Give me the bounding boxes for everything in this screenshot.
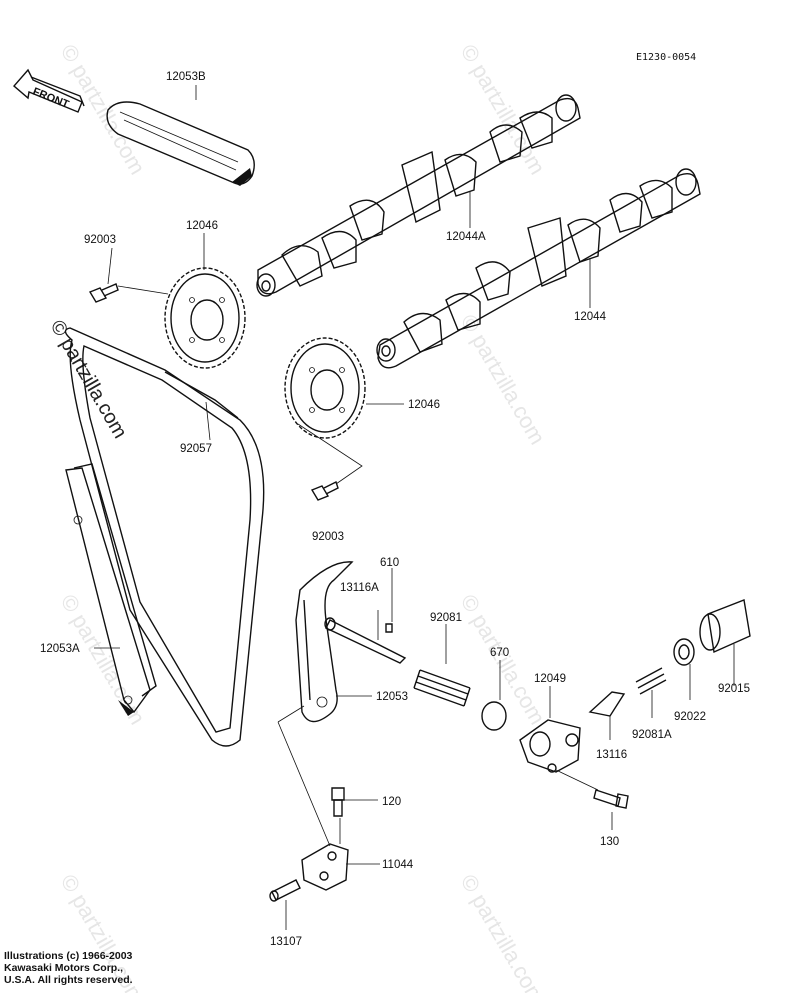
sprocket-upper [164,267,246,369]
bolt-130 [593,789,629,809]
callout-92081: 92081 [430,612,462,624]
credit-line: U.S.A. All rights reserved. [4,974,133,986]
callout-12049: 12049 [534,673,566,685]
leader-line [277,705,331,847]
plunger-13116 [588,691,626,717]
callout-12046-mid: 12046 [408,399,440,411]
bracket-11044 [301,843,349,891]
washer-92022 [673,638,695,666]
watermark-text: © partzilla.com [456,310,551,449]
tensioner-arm-12053 [295,561,354,723]
callout-92015: 92015 [718,683,750,695]
callout-13107: 13107 [270,936,302,948]
bolt-92003-upper [88,283,119,303]
dowel-13107 [269,879,301,902]
credit-line: Kawasaki Motors Corp., [4,962,124,974]
camshaft-12044 [376,168,701,369]
callout-12046-upper: 12046 [186,220,218,232]
chain-guide-12053a [65,463,157,716]
copyright-credit: Illustrations (c) 1966-2003 Kawasaki Mot… [4,950,133,986]
watermark-text: © partzilla.com [456,590,551,729]
leader-line [297,423,363,485]
credit-line: Illustrations (c) 1966-2003 [4,950,133,962]
callout-13116: 13116 [596,749,627,761]
callout-13116a: 13116A [340,582,379,594]
chain-guide-upper [106,101,255,186]
callout-12053a: 12053A [40,643,80,655]
pin-610 [385,623,393,633]
callout-92022: 92022 [674,711,706,723]
leader-line [555,769,613,830]
camshaft-12044a [256,94,581,297]
cap-92015 [699,599,751,654]
bolt-120 [331,787,345,817]
leader-line [117,285,169,295]
callout-labels: 12053B 12046 92003 12044A 12044 12046 92… [40,71,750,948]
sprocket-mid [284,337,366,439]
bolt-92003-mid [310,481,339,501]
leader-line [107,247,113,285]
spring-92081a [635,667,667,695]
callout-12053b: 12053B [166,71,206,83]
callout-12044a: 12044A [446,231,486,243]
callout-92081a: 92081A [632,729,672,741]
callout-92003-mid: 92003 [312,531,344,543]
leader-line [205,401,211,441]
tensioner-body-12049 [519,719,581,773]
timing-chain [64,327,265,747]
callout-12044: 12044 [574,311,607,323]
callout-120: 120 [382,796,401,808]
callout-92003-upper: 92003 [84,234,116,246]
watermark-text: © partzilla.com [456,870,551,993]
callout-610: 610 [380,557,399,569]
o-ring-670 [481,701,507,731]
callout-11044: 11044 [382,859,414,871]
callout-92057: 92057 [180,443,212,455]
spring-92081 [413,669,471,707]
watermark-text: © partzilla.com [56,590,151,729]
callout-130: 130 [600,836,619,848]
leader-line [339,818,380,865]
callout-12053: 12053 [376,691,408,703]
pin-13116a [324,617,407,664]
diagram-code: E1230-0054 [636,52,696,63]
callout-670: 670 [490,647,509,659]
